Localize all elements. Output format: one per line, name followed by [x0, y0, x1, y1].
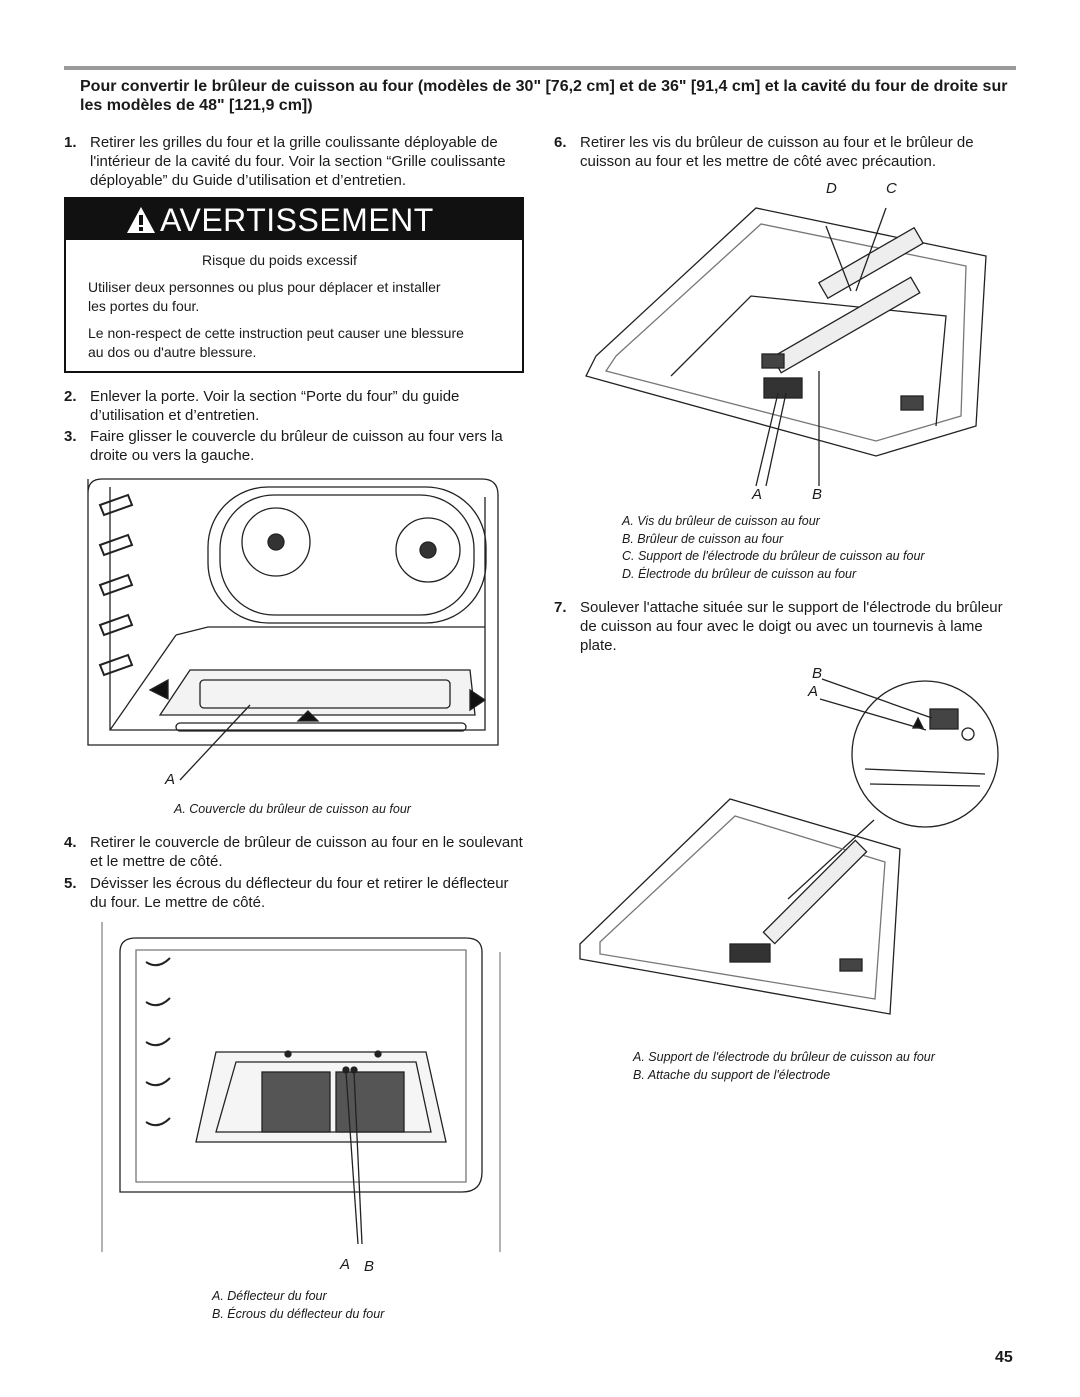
step-7: 7. Soulever l'attache située sur le supp…	[554, 598, 1016, 656]
step-text: Faire glisser le couvercle du brûleur de…	[90, 428, 503, 464]
warning-header: AVERTISSEMENT	[66, 199, 522, 240]
bake-burner-assembly-illustration	[585, 207, 987, 487]
fig2-label-a: A	[340, 1256, 351, 1273]
step-2: 2. Enlever la porte. Voir la section “Po…	[64, 387, 526, 425]
step-text: Retirer les grilles du four et la grille…	[90, 134, 506, 189]
warning-box: AVERTISSEMENT Risque du poids excessif U…	[64, 197, 524, 373]
electrode-bracket-illustration	[579, 678, 999, 1015]
step-6: 6. Retirer les vis du brûleur de cuisson…	[554, 133, 1016, 171]
step-5: 5. Dévisser les écrous du déflecteur du …	[64, 874, 526, 912]
step-number: 5.	[64, 875, 77, 892]
fig3-caption-a: A. Vis du brûleur de cuisson au four	[622, 514, 820, 528]
step-3: 3. Faire glisser le couvercle du brûleur…	[64, 427, 526, 465]
step-number: 7.	[554, 599, 567, 616]
fig4-label-a: A	[808, 683, 819, 700]
top-rule	[64, 66, 1016, 70]
fig2-caption-b: B. Écrous du déflecteur du four	[212, 1307, 385, 1321]
fig3-label-d: D	[826, 180, 837, 197]
step-1: 1. Retirer les grilles du four et la gri…	[64, 133, 526, 191]
fig4-caption-b: B. Attache du support de l'électrode	[633, 1068, 831, 1082]
fig2-caption-a: A. Déflecteur du four	[212, 1289, 327, 1303]
step-number: 4.	[64, 834, 77, 851]
warning-subtitle: Risque du poids excessif	[202, 252, 357, 268]
step-text: Dévisser les écrous du déflecteur du fou…	[90, 875, 509, 911]
step-number: 2.	[64, 388, 77, 405]
step-number: 6.	[554, 134, 567, 151]
fig3-label-a: A	[752, 486, 763, 503]
fig3-label-b: B	[812, 486, 823, 503]
step-4: 4. Retirer le couvercle de brûleur de cu…	[64, 833, 526, 871]
fig3-caption-d: D. Électrode du brûleur de cuisson au fo…	[622, 567, 857, 581]
step-text: Enlever la porte. Voir la section “Porte…	[90, 388, 460, 424]
fig4-label-b: B	[812, 665, 823, 682]
page-number: 45	[995, 1349, 1013, 1366]
warning-triangle-icon	[127, 207, 155, 233]
warning-line-1: Utiliser deux personnes ou plus pour dép…	[88, 279, 441, 314]
warning-line-2: Le non-respect de cette instruction peut…	[88, 325, 464, 360]
fig3-caption-b: B. Brûleur de cuisson au four	[622, 532, 784, 546]
oven-deflector-illustration	[101, 922, 501, 1252]
oven-cavity-burner-cover-illustration	[87, 478, 499, 781]
fig1-label-a: A	[165, 771, 176, 788]
step-text: Retirer les vis du brûleur de cuisson au…	[580, 134, 974, 170]
section-heading: Pour convertir le brûleur de cuisson au …	[80, 78, 1008, 114]
step-number: 3.	[64, 428, 77, 445]
step-number: 1.	[64, 134, 77, 151]
fig2-label-b: B	[364, 1258, 375, 1275]
warning-title: AVERTISSEMENT	[160, 202, 434, 238]
step-text: Retirer le couvercle de brûleur de cuiss…	[90, 834, 523, 870]
fig3-label-c: C	[886, 180, 897, 197]
fig1-caption-a: A. Couvercle du brûleur de cuisson au fo…	[174, 802, 411, 816]
fig3-caption-c: C. Support de l'électrode du brûleur de …	[622, 549, 925, 563]
step-text: Soulever l'attache située sur le support…	[580, 599, 1003, 654]
fig4-caption-a: A. Support de l'électrode du brûleur de …	[633, 1050, 935, 1064]
